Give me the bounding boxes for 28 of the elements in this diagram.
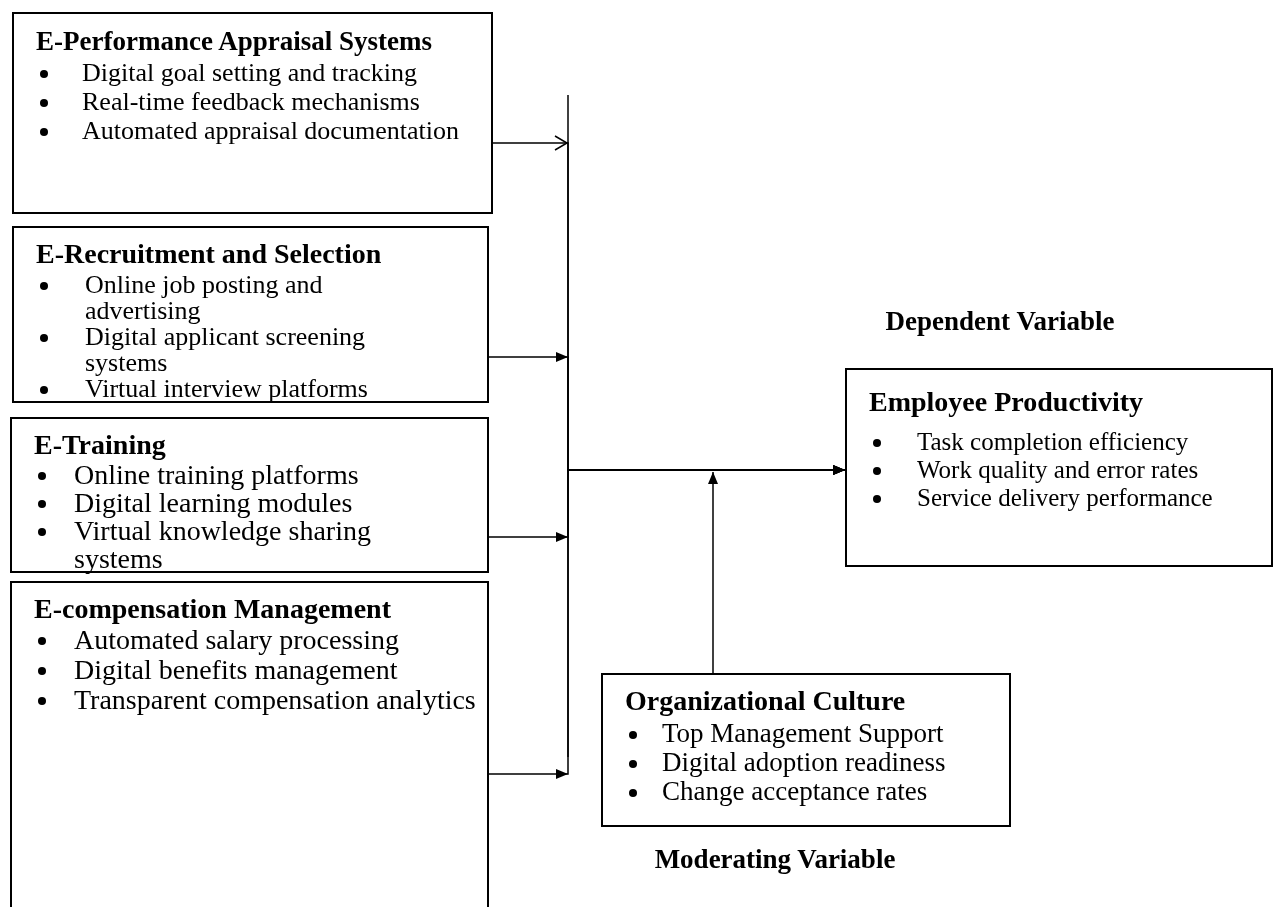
variable-label: Dependent Variable: [885, 306, 1115, 337]
bullet-item: Digital adoption readiness: [662, 747, 946, 777]
variable-box: [601, 673, 1011, 827]
box-heading: Employee Productivity: [869, 386, 1143, 418]
bullet-item: Change acceptance rates: [662, 776, 928, 806]
bullet-item: Digital benefits management: [74, 654, 398, 685]
box-heading: Organizational Culture: [625, 685, 906, 717]
variable-box: [12, 226, 489, 403]
bullet-item: Top Management Support: [662, 718, 944, 748]
bullet-item: Real-time feedback mechanisms: [82, 87, 420, 116]
bullet-item: Service delivery performance: [917, 484, 1213, 511]
bullet-item: Online training platforms: [74, 459, 359, 490]
variable-box: [10, 581, 489, 907]
variable-box: [12, 12, 493, 214]
box-heading: E-Training: [34, 429, 166, 461]
variable-box: [845, 368, 1273, 567]
box-heading: E-compensation Management: [34, 593, 391, 625]
bullet-item: Automated appraisal documentation: [82, 116, 459, 145]
variable-label: Moderating Variable: [654, 844, 896, 875]
variable-box: [10, 417, 489, 573]
bullet-item: Transparent compensation analytics: [74, 684, 476, 715]
box-heading: E-Performance Appraisal Systems: [36, 26, 432, 57]
bullet-item: Task completion efficiency: [917, 428, 1189, 455]
bullet-item: Automated salary processing: [74, 624, 400, 655]
bullet-item: Digital goal setting and tracking: [82, 58, 418, 87]
bullet-item: Online job posting and advertising: [85, 270, 323, 325]
box-heading: E-Recruitment and Selection: [36, 238, 382, 270]
bullet-item: Work quality and error rates: [917, 456, 1199, 483]
